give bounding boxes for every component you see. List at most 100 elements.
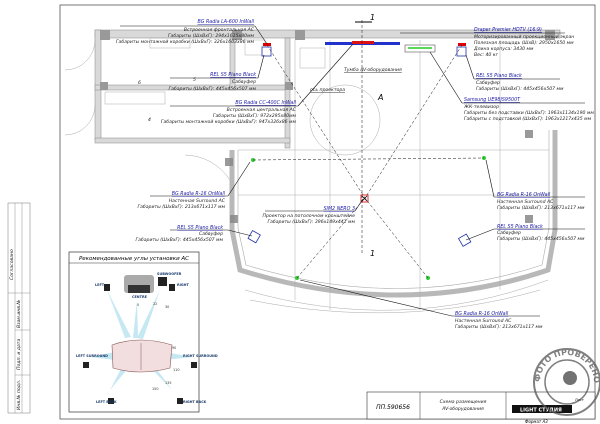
speaker-angles-inset: Рекомендованные углы установки АС LEFT C… xyxy=(68,251,218,413)
av-stand-label: Тумба AV-оборудования xyxy=(344,67,402,73)
label-sub-right: REL S5 Piano Black Сабвуфер Габариты (Шx… xyxy=(497,224,585,242)
subwoofer-left xyxy=(247,229,261,244)
walls xyxy=(64,29,561,314)
svg-text:Габариты (ШxВxГ): 445x456x507: Габариты (ШxВxГ): 445x456x507 мм xyxy=(136,237,224,243)
section-mark-bottom: 1 xyxy=(370,249,375,258)
svg-text:Длина корпуса: 3430 мм: Длина корпуса: 3430 мм xyxy=(473,46,534,52)
doc-title-1: Схема размещения xyxy=(440,399,487,405)
svg-text:Габариты (ШxВxГ): 445x456x507: Габариты (ШxВxГ): 445x456x507 мм xyxy=(169,86,257,92)
svg-text:Сабвуфер: Сабвуфер xyxy=(476,80,500,86)
label-sub-top-left: REL S5 Piano Black Сабвуфер Габариты (Шx… xyxy=(169,72,257,92)
svg-text:Сабвуфер: Сабвуфер xyxy=(232,79,256,85)
margin-inv: Инв.№ подл. xyxy=(16,380,22,410)
svg-text:Габариты (ШxВxГ): 972x295x80мм: Габариты (ШxВxГ): 972x295x80мм xyxy=(213,113,297,119)
svg-text:Встроенная центральная АС: Встроенная центральная АС xyxy=(227,107,297,113)
logo: LIGHT СТУДИЯ xyxy=(520,408,562,414)
leader-lines xyxy=(120,25,585,317)
margin-agreed: Согласовано xyxy=(9,249,15,280)
svg-text:Габариты без подставки (ШxВxГ): Габариты без подставки (ШxВxГ): 1963x113… xyxy=(464,110,594,116)
angle-150: 150 xyxy=(152,387,158,391)
svg-text:Полезная площадь (ШxВ): 2950x1: Полезная площадь (ШxВ): 2950x1650 мм xyxy=(474,40,574,46)
label-projector: SIM2 NERO 3 Проектор на потолочном кронш… xyxy=(263,206,356,225)
svg-text:REL S5 Piano Black: REL S5 Piano Black xyxy=(476,73,522,79)
svg-text:Габариты с подставкой (ШxВxГ):: Габариты с подставкой (ШxВxГ): 1963x1217… xyxy=(464,116,592,122)
svg-text:REL S5 Piano Black: REL S5 Piano Black xyxy=(210,72,256,78)
projector-axis-label: ось проектора xyxy=(310,88,345,93)
room-6: 6 xyxy=(138,80,141,86)
label-sub-left: REL S5 Piano Black Сабвуфер Габариты (Шx… xyxy=(136,225,224,243)
svg-text:Габариты (ШxВxГ): 213x671x117: Габариты (ШxВxГ): 213x671x117 мм xyxy=(497,205,585,211)
svg-text:Габариты монтажной коробки (Шx: Габариты монтажной коробки (ШxВxГ): 947x… xyxy=(161,119,297,125)
label-screen: Draper Premier HDTV (16:9) Моторизирован… xyxy=(473,27,574,58)
inset-right: RIGHT xyxy=(177,283,189,287)
label-surround-right: BG Radia R-16 OnWall Настенная Surround … xyxy=(497,192,585,211)
svg-text:BG Radia R-16 OnWall: BG Radia R-16 OnWall xyxy=(497,192,551,198)
svg-text:Габариты (ШxВxГ): 213x671x117: Габариты (ШxВxГ): 213x671x117 мм xyxy=(138,204,226,210)
inset-centre: CENTRE xyxy=(132,295,148,299)
svg-text:Samsung UE98JS9500T: Samsung UE98JS9500T xyxy=(464,97,521,103)
angle-135: 135 xyxy=(165,381,171,385)
inset-left-back: LEFT BACK xyxy=(96,400,117,404)
svg-text:REL S5 Piano Black: REL S5 Piano Black xyxy=(177,225,223,231)
section-mark-top: 1 xyxy=(370,13,375,22)
subwoofer-top-left xyxy=(261,46,272,57)
svg-text:Габариты (ШxВxГ): 445x456x507: Габариты (ШxВxГ): 445x456x507 мм xyxy=(476,86,564,92)
svg-text:BG Radia CC-400C InWall: BG Radia CC-400C InWall xyxy=(235,100,296,106)
inset-right-surround: RIGHT SURROUND xyxy=(183,354,218,358)
svg-text:SIM2 NERO 3: SIM2 NERO 3 xyxy=(324,206,355,212)
margin-stamp: Согласовано Взам.инв.№ Подп. и дата Инв.… xyxy=(7,202,31,414)
svg-text:Сабвуфер: Сабвуфер xyxy=(497,230,521,236)
svg-text:Настенная Surround АС: Настенная Surround АС xyxy=(169,198,226,204)
label-center-speaker: BG Radia CC-400C InWall Встроенная центр… xyxy=(161,100,297,125)
sheet-frame xyxy=(59,4,596,420)
svg-text:BG Radia R-16 OnWall: BG Radia R-16 OnWall xyxy=(172,191,226,197)
label-front-speaker: BG Radia LA-600 InWall Встроенная фронта… xyxy=(116,19,255,45)
angle-22: 22 xyxy=(153,302,157,306)
inset-title: Рекомендованные углы установки АС xyxy=(79,256,189,262)
doc-code: ПП.590656 xyxy=(376,404,410,411)
subwoofer-top-right xyxy=(456,46,467,57)
margin-signature: Подп. и дата xyxy=(16,339,22,370)
angle-90: 90 xyxy=(172,346,176,350)
svg-text:Габариты (ШxВxГ): 213x671x117: Габариты (ШxВxГ): 213x671x117 мм xyxy=(455,324,543,330)
svg-text:Габариты монтажной коробки (Шx: Габариты монтажной коробки (ШxВxГ): 326x… xyxy=(116,39,255,45)
svg-text:Сабвуфер: Сабвуфер xyxy=(199,231,223,237)
subwoofer-right xyxy=(457,233,472,247)
angle-0: 0 xyxy=(137,303,139,307)
angle-lines xyxy=(252,20,485,279)
svg-text:ЖК-телевизор: ЖК-телевизор xyxy=(463,104,499,110)
svg-text:Габариты (ШxВxГ): 294x1615x80м: Габариты (ШxВxГ): 294x1615x80мм xyxy=(168,33,255,39)
svg-text:BG Radia R-16 OnWall: BG Radia R-16 OnWall xyxy=(455,311,509,317)
label-sub-top-right: REL S5 Piano Black Сабвуфер Габариты (Шx… xyxy=(476,73,564,92)
svg-text:Встроенная фронтальная АС: Встроенная фронтальная АС xyxy=(184,27,255,33)
svg-text:Настенная Surround АС: Настенная Surround АС xyxy=(497,199,554,205)
screen-mark xyxy=(352,41,374,44)
front-right-speaker xyxy=(458,43,466,46)
room-5: 5 xyxy=(193,77,196,83)
doc-title-2: AV-оборудования xyxy=(441,406,484,412)
svg-text:Габариты (ШxВxГ): 396x149x441: Габариты (ШxВxГ): 396x149x441 мм xyxy=(268,219,356,225)
title-block: ПП.590656 Схема размещения AV-оборудован… xyxy=(366,391,596,424)
inset-right-back: RIGHT BACK xyxy=(183,400,207,404)
label-tv: Samsung UE98JS9500T ЖК-телевизор Габарит… xyxy=(463,97,594,122)
angle-110: 110 xyxy=(173,368,179,372)
format-label: Формат А3 xyxy=(525,419,548,424)
angle-30: 30 xyxy=(165,305,169,309)
svg-text:Габариты (ШxВxГ): 445x456x507: Габариты (ШxВxГ): 445x456x507 мм xyxy=(497,236,585,242)
svg-text:Вес: 40 кг: Вес: 40 кг xyxy=(474,52,499,58)
label-surround-left: BG Radia R-16 OnWall Настенная Surround … xyxy=(138,191,226,210)
view-mark: A xyxy=(377,93,383,102)
margin-replace: Взам.инв.№ xyxy=(16,300,22,328)
svg-text:Проектор на потолочном кронште: Проектор на потолочном кронштейне xyxy=(263,213,356,219)
front-left-speaker xyxy=(263,43,271,46)
inset-subwoofer: SUBWOOFER xyxy=(157,272,182,276)
svg-text:REL S5 Piano Black: REL S5 Piano Black xyxy=(497,224,543,230)
room-4: 4 xyxy=(148,117,151,123)
svg-text:Настенная Surround АС: Настенная Surround АС xyxy=(455,318,512,324)
svg-text:BG Radia LA-600 InWall: BG Radia LA-600 InWall xyxy=(197,19,254,25)
inset-left: LEFT xyxy=(95,283,105,287)
inset-left-surround: LEFT SURROUND xyxy=(76,354,108,358)
svg-text:Draper Premier HDTV (16:9): Draper Premier HDTV (16:9) xyxy=(474,27,542,33)
